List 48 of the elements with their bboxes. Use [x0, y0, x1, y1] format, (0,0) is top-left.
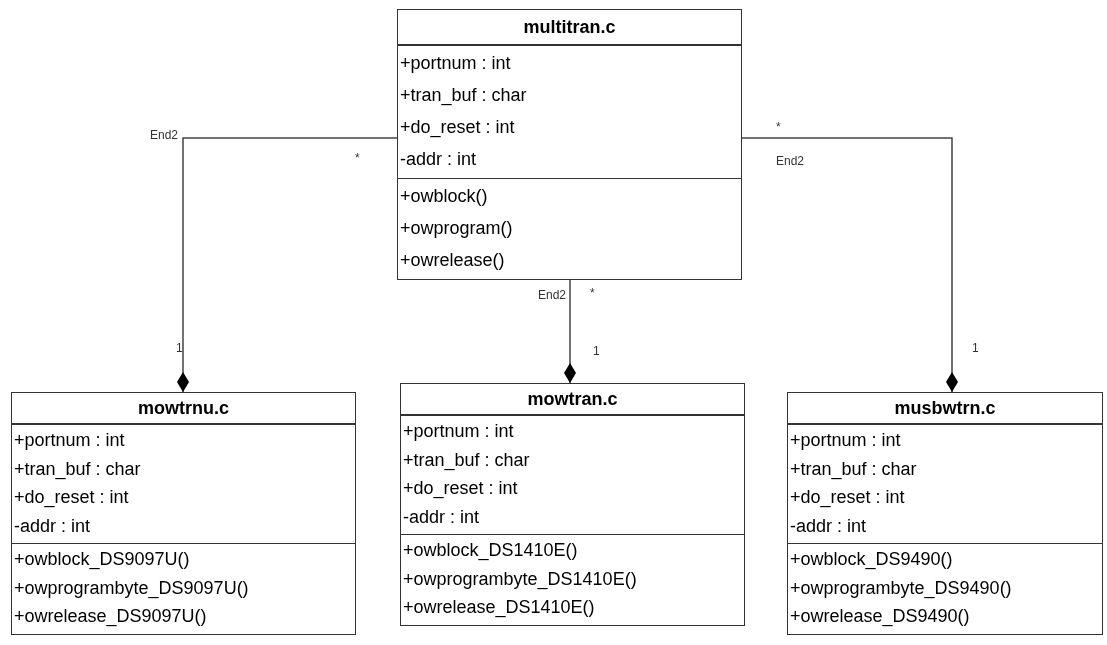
role-label: End2 [776, 154, 805, 168]
attribute-text: +tran_buf : char [789, 457, 918, 482]
composition-connector [741, 137, 958, 393]
multiplicity-label: 1 [593, 344, 600, 358]
class-name: multitran.c [398, 10, 741, 45]
role-label: End2 [538, 288, 567, 302]
attribute-text: -addr : int [13, 514, 92, 538]
attribute-text: -addr : int [789, 514, 868, 538]
class-box [397, 9, 742, 280]
attribute-text: +tran_buf : char [399, 84, 528, 108]
method-text: +owrelease_DS1410E() [402, 596, 596, 620]
attribute-text: +do_reset : int [789, 486, 906, 510]
method-text: +owprogrambyte_DS9490() [789, 576, 1013, 601]
attribute-text: +portnum : int [402, 420, 515, 443]
attribute-text: +tran_buf : char [402, 448, 531, 473]
attribute-text: -addr : int [402, 505, 481, 529]
method-text: +owprogrambyte_DS1410E() [402, 567, 638, 592]
multiplicity-label: * [590, 286, 595, 300]
class-box [11, 392, 356, 635]
composition-connector [564, 279, 576, 384]
method-text: +owrelease() [399, 249, 506, 272]
composition-connector [177, 137, 398, 393]
multiplicity-label: 1 [176, 341, 183, 355]
attribute-text: +do_reset : int [399, 116, 516, 140]
method-text: +owblock_DS9097U() [13, 548, 191, 572]
method-text: +owblock_DS9490() [789, 548, 954, 572]
attribute-text: +do_reset : int [13, 486, 130, 510]
multiplicity-label: * [776, 120, 781, 134]
attribute-text: +portnum : int [399, 52, 512, 75]
method-text: +owprogram() [399, 217, 514, 240]
role-label: End2 [150, 128, 179, 142]
multiplicity-label: 1 [972, 341, 979, 355]
method-text: +owrelease_DS9097U() [13, 605, 208, 629]
multiplicity-label: * [355, 151, 360, 165]
class-box [400, 383, 745, 626]
class-name: mowtrnu.c [12, 393, 355, 424]
class-name: musbwtrn.c [788, 393, 1102, 424]
class-name: mowtran.c [401, 384, 744, 415]
method-text: +owprogrambyte_DS9097U() [13, 576, 250, 601]
attribute-text: +do_reset : int [402, 477, 519, 501]
attribute-text: -addr : int [399, 148, 478, 171]
method-text: +owblock() [399, 185, 489, 208]
attribute-text: +tran_buf : char [13, 457, 142, 482]
attribute-text: +portnum : int [789, 429, 902, 452]
method-text: +owrelease_DS9490() [789, 605, 971, 629]
method-text: +owblock_DS1410E() [402, 539, 579, 563]
attribute-text: +portnum : int [13, 429, 126, 452]
class-box [787, 392, 1103, 635]
